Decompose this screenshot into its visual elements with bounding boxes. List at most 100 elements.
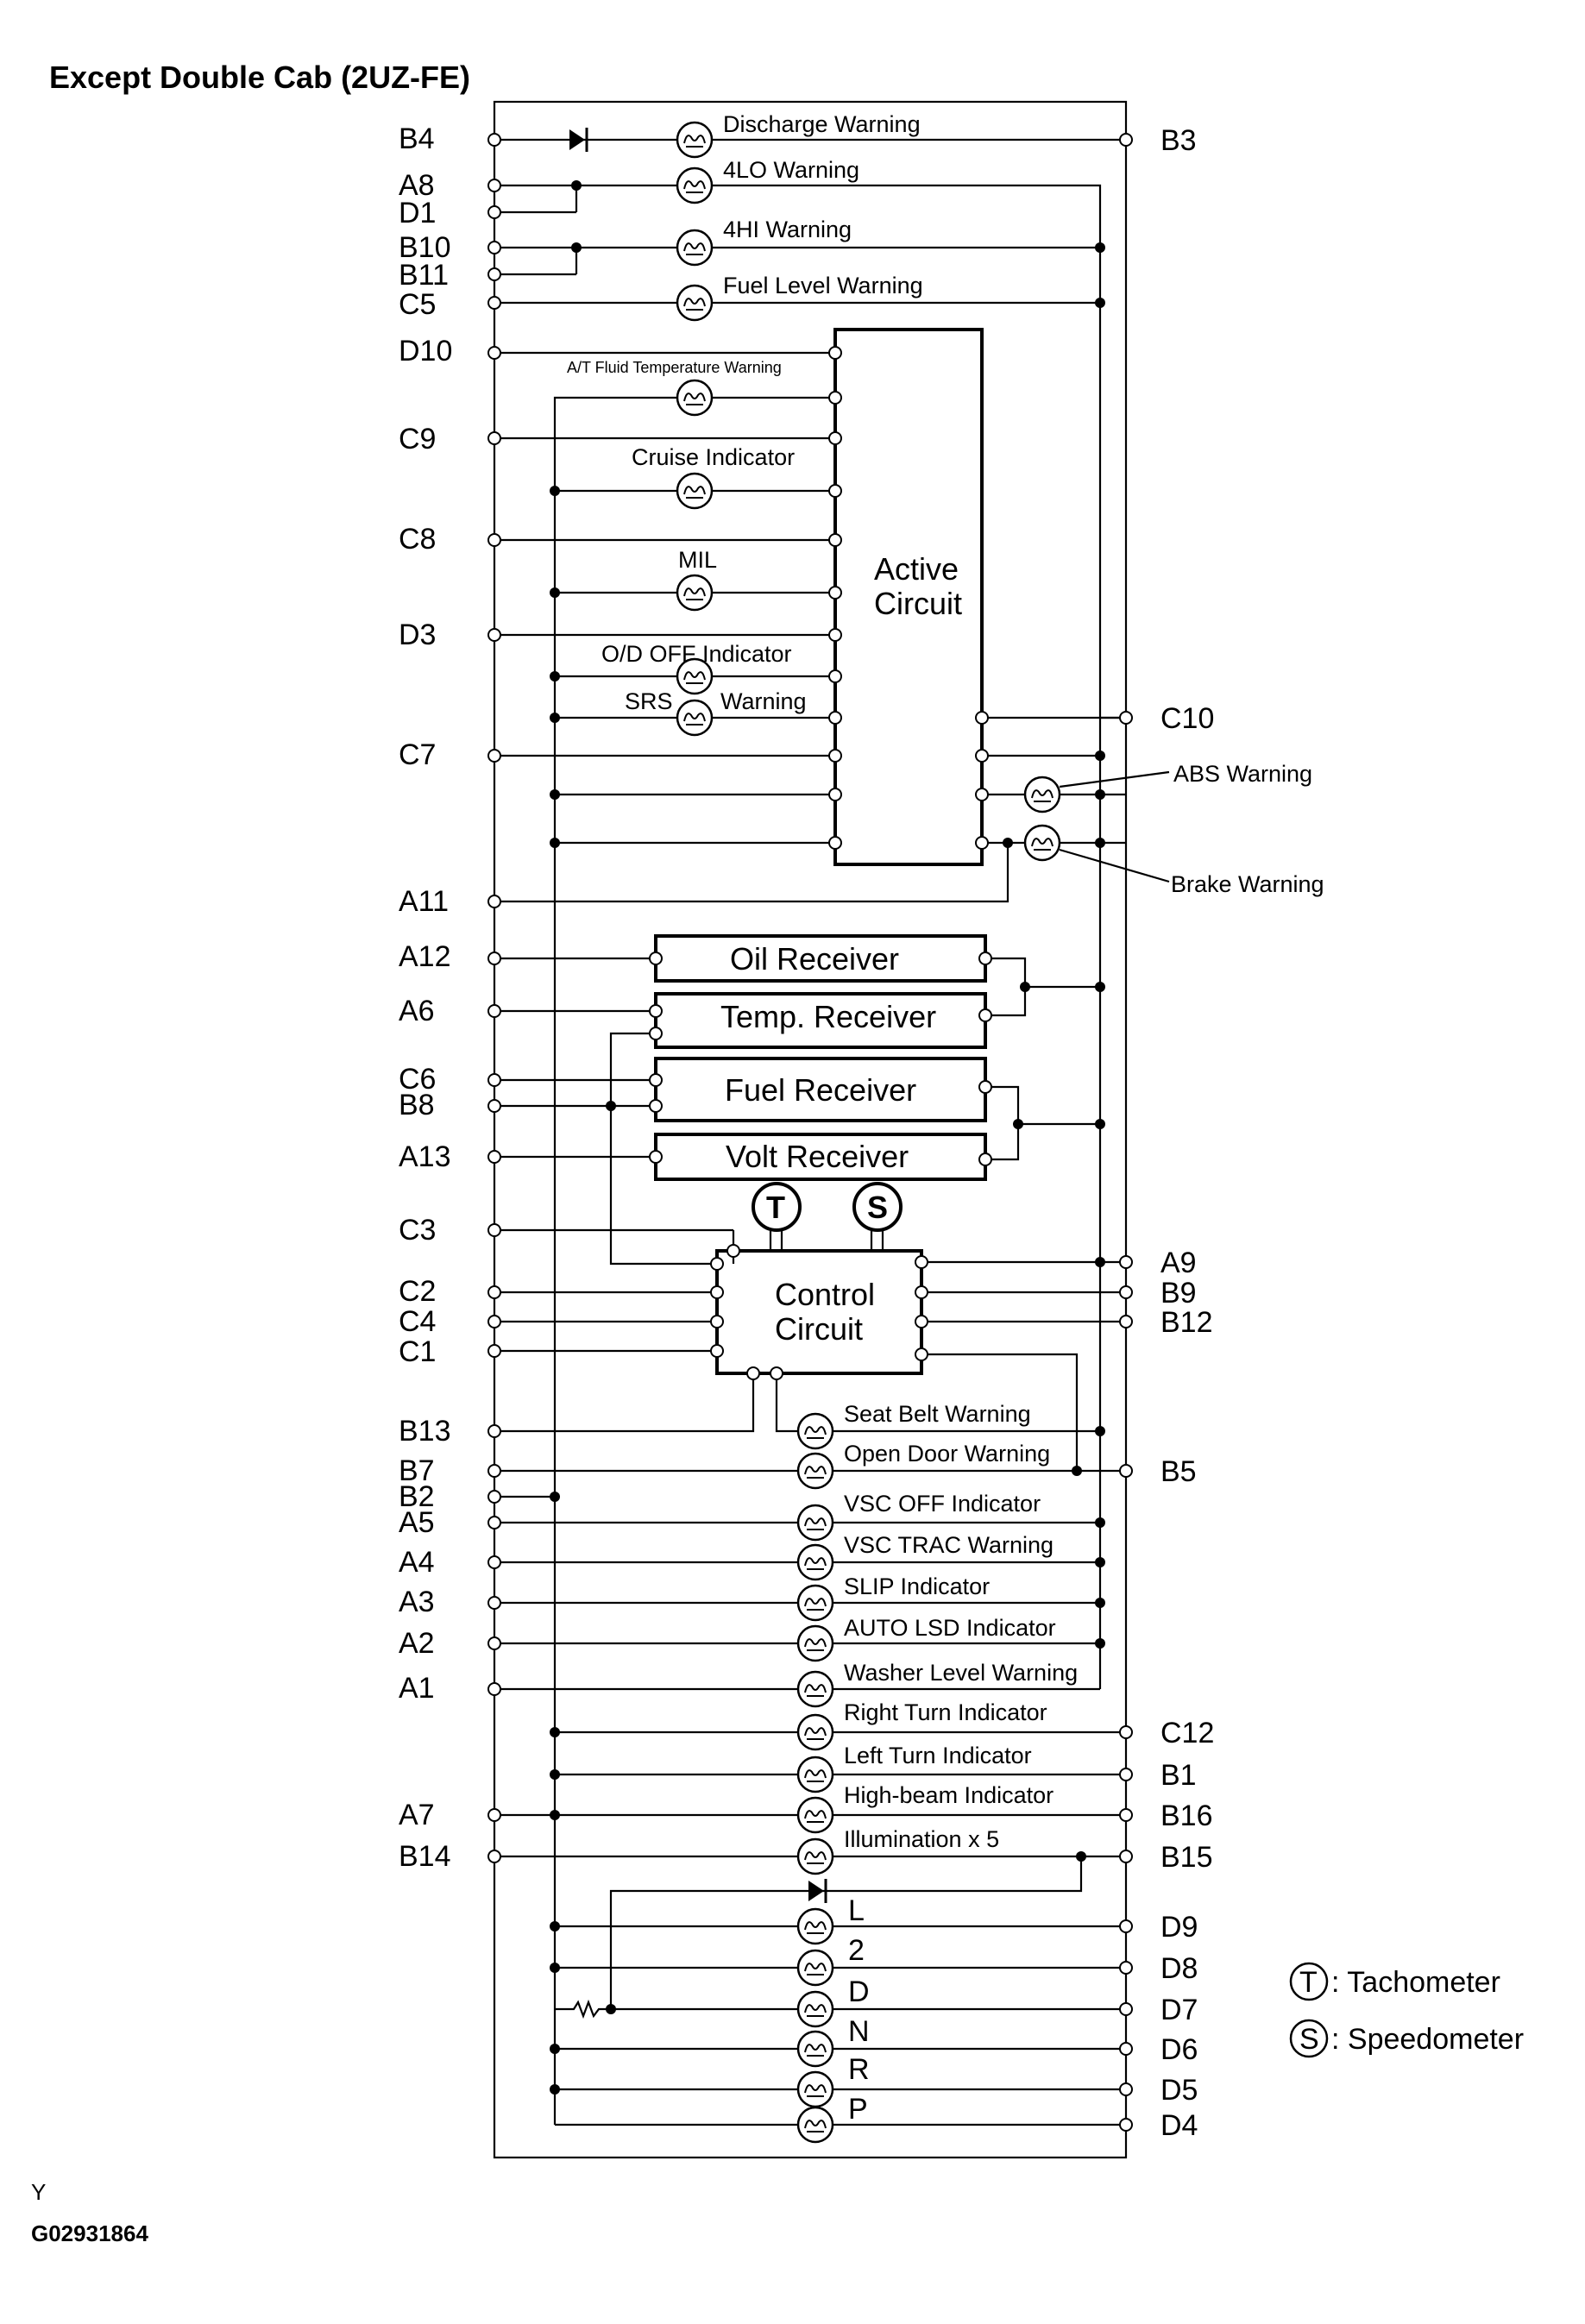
left-terminal-c5: C5 — [399, 288, 436, 321]
terminal-pin — [487, 533, 501, 547]
legend: T : Tachometer S : Speedometer — [1289, 1962, 1524, 2058]
terminal-pin — [487, 1223, 501, 1237]
left-terminal-a7: A7 — [399, 1799, 435, 1831]
tachometer-gauge: T — [752, 1182, 802, 1232]
lamp-label-slip: SLIP Indicator — [844, 1573, 990, 1599]
right-terminal-b9: B9 — [1160, 1277, 1197, 1310]
lamp-label-od-off: O/D OFF Indicator — [601, 641, 792, 667]
terminal-pin — [487, 1099, 501, 1113]
terminal-pin — [487, 267, 501, 281]
terminal-pin — [649, 1073, 663, 1087]
lamp-label-fuel-level: Fuel Level Warning — [723, 273, 923, 298]
wiring — [494, 128, 1170, 2126]
terminal-pin — [915, 1347, 928, 1361]
terminal-pin — [828, 711, 842, 725]
right-terminal-b5: B5 — [1160, 1455, 1197, 1488]
terminal-pin — [975, 711, 989, 725]
fuel-receiver-label: Fuel Receiver — [725, 1072, 916, 1108]
terminal-pin — [1119, 1961, 1133, 1975]
terminal-pin — [649, 1027, 663, 1040]
lamp-label-srs: SRS — [625, 688, 673, 714]
terminal-pin — [978, 952, 992, 965]
left-terminal-b8: B8 — [399, 1089, 435, 1121]
left-terminal-a4: A4 — [399, 1546, 435, 1579]
bulb-icon — [796, 1584, 834, 1622]
terminal-pin — [1119, 1725, 1133, 1739]
terminal-pin — [726, 1244, 740, 1258]
terminal-pin — [649, 1099, 663, 1113]
volt-receiver-label: Volt Receiver — [726, 1139, 909, 1174]
lamp-label-illumination: Illumination x 5 — [844, 1826, 999, 1852]
lamp-label-right-turn: Right Turn Indicator — [844, 1699, 1047, 1725]
left-terminal-labels: B4A8D1B10B11C5D10C9C8D3C7A11A12A6C6B8A13… — [399, 122, 452, 1873]
lamp-label-washer: Washer Level Warning — [844, 1660, 1078, 1686]
bulb-icon — [796, 1543, 834, 1581]
right-terminal-a9: A9 — [1160, 1247, 1197, 1279]
right-terminal-d5: D5 — [1160, 2074, 1198, 2107]
terminal-pin — [828, 431, 842, 445]
lamp-label-vsc-off: VSC OFF Indicator — [844, 1491, 1041, 1517]
terminal-pin — [978, 1153, 992, 1166]
lamp-label-left-turn: Left Turn Indicator — [844, 1743, 1032, 1768]
left-terminal-b10: B10 — [399, 231, 451, 264]
left-terminal-a2: A2 — [399, 1627, 435, 1660]
terminal-pin — [710, 1285, 724, 1299]
terminal-pin — [487, 1073, 501, 1087]
terminal-pin — [487, 1285, 501, 1299]
left-terminal-c4: C4 — [399, 1305, 436, 1338]
left-terminal-b11: B11 — [399, 259, 449, 292]
speedometer-symbol: S — [867, 1190, 888, 1225]
left-terminal-b7: B7 — [399, 1454, 435, 1487]
active-circuit-label-2: Circuit — [874, 586, 962, 621]
left-terminal-d10: D10 — [399, 335, 452, 367]
terminal-pin — [487, 1004, 501, 1018]
terminal-pin — [978, 1008, 992, 1022]
terminal-pin — [1119, 2082, 1133, 2096]
terminal-pin — [487, 1555, 501, 1569]
terminal-pin — [915, 1285, 928, 1299]
left-terminal-c9: C9 — [399, 423, 436, 455]
bulb-icon — [796, 1949, 834, 1987]
terminal-pin — [1119, 1285, 1133, 1299]
terminal-pin — [487, 1636, 501, 1650]
bulb-icon — [676, 472, 714, 510]
lamp-label-4hi: 4HI Warning — [723, 217, 852, 242]
terminal-pin — [1119, 1768, 1133, 1781]
terminal-pin — [828, 788, 842, 801]
left-terminal-c7: C7 — [399, 738, 436, 771]
terminal-pin — [710, 1315, 724, 1328]
lamp-label-seat-belt: Seat Belt Warning — [844, 1401, 1031, 1427]
bulb-icon — [796, 1670, 834, 1708]
terminal-pin — [828, 669, 842, 683]
terminal-pin — [770, 1366, 783, 1380]
right-terminal-d6: D6 — [1160, 2033, 1198, 2066]
right-terminal-d4: D4 — [1160, 2109, 1198, 2142]
terminal-pin — [975, 836, 989, 850]
terminal-pin — [487, 628, 501, 642]
terminal-pin — [975, 788, 989, 801]
control-circuit-label-1: Control — [775, 1277, 875, 1312]
terminal-pin — [1119, 1919, 1133, 1933]
right-terminal-d7: D7 — [1160, 1994, 1198, 2026]
legend-speedometer-text: : Speedometer — [1331, 2023, 1524, 2056]
bulb-icon — [1023, 776, 1061, 813]
terminal-pin — [649, 1150, 663, 1164]
lamp-label-abs: ABS Warning — [1173, 761, 1312, 787]
bulb-icon — [1023, 824, 1061, 862]
right-terminal-b16: B16 — [1160, 1800, 1213, 1832]
terminal-pin — [1119, 1464, 1133, 1478]
right-terminal-b15: B15 — [1160, 1841, 1213, 1874]
lamp-label-vsc-trac: VSC TRAC Warning — [844, 1532, 1054, 1558]
terminal-pin — [649, 952, 663, 965]
right-terminal-d8: D8 — [1160, 1952, 1198, 1985]
left-terminal-a6: A6 — [399, 995, 435, 1027]
terminal-pin — [487, 1344, 501, 1358]
lamp-labels: Discharge Warning 4LO Warning 4HI Warnin… — [567, 111, 1324, 897]
terminal-pin — [1119, 2118, 1133, 2132]
bulb-icon — [676, 121, 714, 159]
lamp-label-4lo: 4LO Warning — [723, 157, 859, 183]
left-terminal-a13: A13 — [399, 1140, 451, 1173]
lamp-label-open-door: Open Door Warning — [844, 1441, 1050, 1467]
meter-frame — [493, 100, 1128, 2159]
